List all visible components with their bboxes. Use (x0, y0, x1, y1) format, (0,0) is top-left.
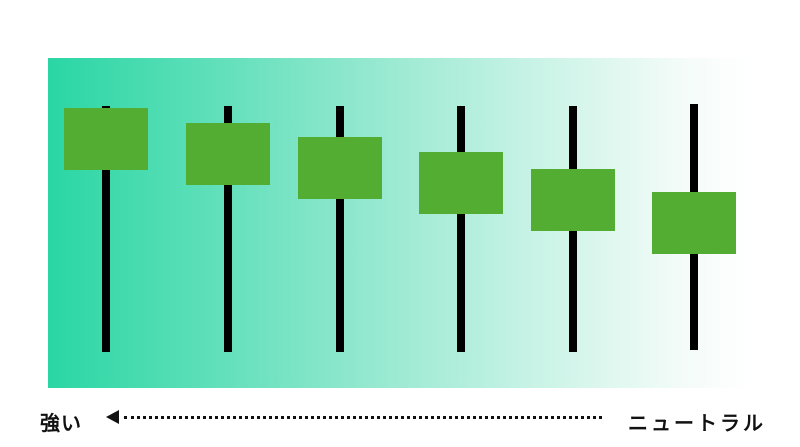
neutral-label: ニュートラル (628, 411, 766, 435)
slider-track (457, 106, 465, 352)
slider-knob (298, 137, 382, 199)
slider-4 (419, 106, 503, 352)
slider-track (336, 106, 344, 352)
left-arrow-icon (106, 410, 119, 424)
slider-5 (531, 106, 615, 352)
dotted-scale-line (124, 416, 602, 419)
slider-6 (652, 104, 736, 350)
slider-knob (531, 169, 615, 231)
gradient-panel (48, 58, 750, 388)
strong-label: 強い (40, 411, 82, 435)
slider-2 (186, 106, 270, 352)
slider-knob (652, 192, 736, 254)
slider-3 (298, 106, 382, 352)
slider-knob (186, 123, 270, 185)
slider-knob (419, 152, 503, 214)
slider-knob (64, 108, 148, 170)
slider-track (224, 106, 232, 352)
scale-legend: 強い ニュートラル (0, 405, 800, 441)
slider-track (102, 106, 110, 352)
slider-1 (64, 106, 148, 352)
